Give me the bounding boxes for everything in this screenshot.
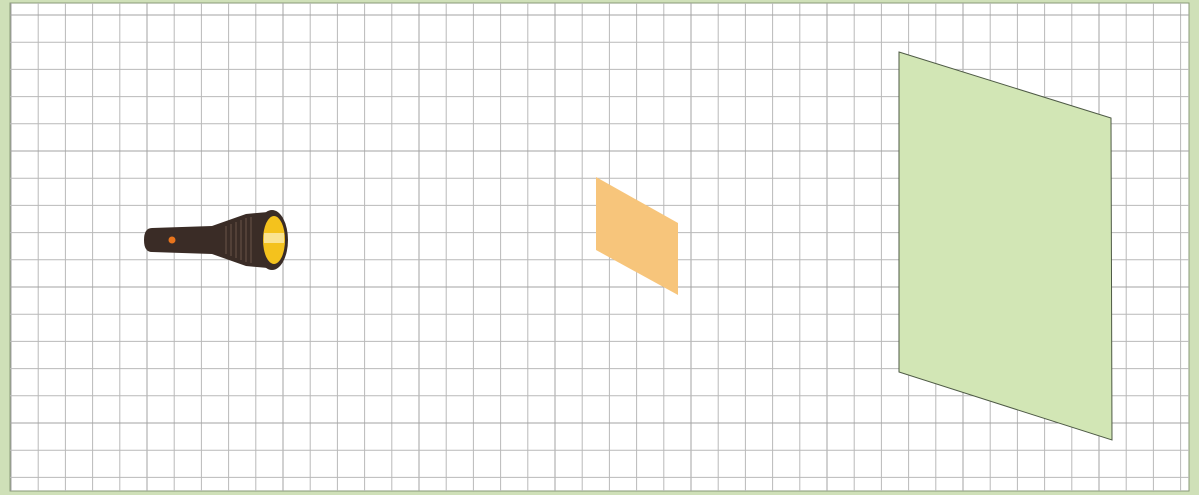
flashlight-lens-highlight [264, 233, 284, 243]
flashlight-button [169, 237, 176, 244]
projection-screen [899, 52, 1112, 440]
